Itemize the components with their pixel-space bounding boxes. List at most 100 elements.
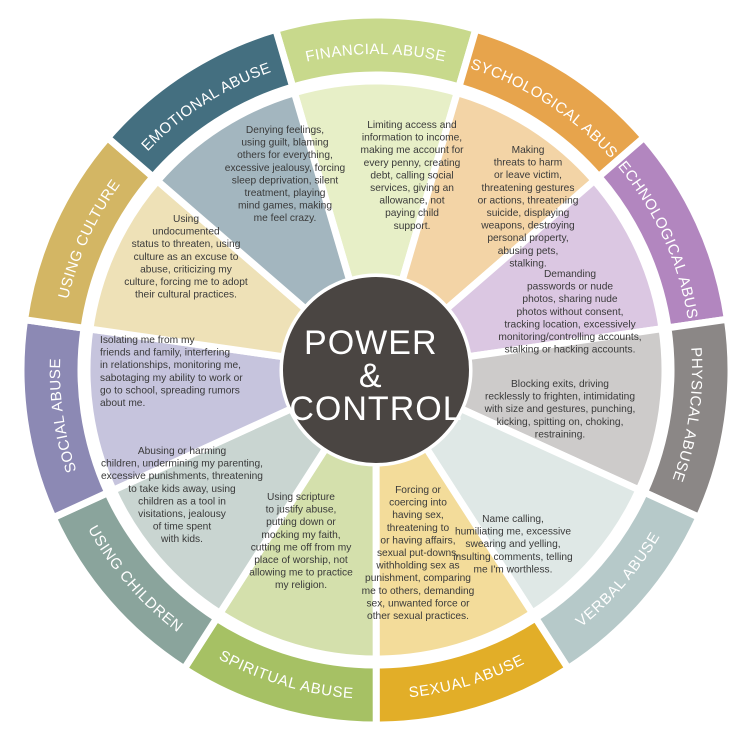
center-title: POWER & CONTROL	[289, 324, 462, 428]
segment-text-line: place of worship, not	[254, 555, 348, 566]
segment-text-line: culture as an excuse to	[134, 252, 239, 263]
segment-text-line: support.	[394, 221, 431, 232]
segment-text-line: in relationships, monitoring me,	[100, 360, 241, 371]
segment-text-line: punishment, comparing	[365, 573, 471, 584]
segment-text-line: using guilt, blaming	[241, 138, 329, 149]
segment-text-line: children as a tool in	[138, 496, 226, 507]
segment-text-line: abuse, criticizing my	[140, 264, 233, 275]
segment-text-line: swearing and yelling,	[465, 539, 560, 550]
segment-text-line: with size and gestures, punching,	[484, 404, 636, 415]
segment-text-line: sabotaging my ability to work or	[100, 373, 243, 384]
segment-text-line: humiliating me, excessive	[455, 527, 571, 538]
segment-text-line: passwords or nude	[527, 282, 613, 293]
center-circle	[283, 277, 469, 463]
segment-text-line: recklessly to frighten, intimidating	[485, 392, 635, 403]
segment-text-line: tracking location, excessively	[504, 319, 636, 330]
segment-text-line: making me account for	[360, 145, 464, 156]
center-title-line-2: &	[359, 357, 383, 395]
segment-text-line: services, giving an	[370, 183, 454, 194]
segment-text-line: of time spent	[153, 522, 211, 533]
segment-text-line: weapons, destroying	[480, 221, 575, 232]
segment-text-line: undocumented	[152, 227, 220, 238]
segment-text-line: Name calling,	[482, 514, 544, 525]
segment-text-line: treatment, playing	[245, 188, 326, 199]
segment-text-line: abusing pets,	[498, 246, 559, 257]
segment-text-line: putting down or	[266, 517, 336, 528]
segment-text-line: allowance, not	[379, 196, 444, 207]
segment-text-line: debt, calling social	[370, 170, 453, 181]
segment-text-line: status to threaten, using	[132, 239, 241, 250]
segment-text-line: Abusing or harming	[138, 446, 227, 457]
segment-text-line: information to income,	[362, 133, 462, 144]
segment-text-line: monitoring/controlling accounts,	[498, 332, 641, 343]
segment-text-line: Denying feelings,	[246, 125, 324, 136]
segment-text-line: me to others, demanding	[362, 586, 475, 597]
segment-text-line: others for everything,	[237, 150, 333, 161]
segment-text-line: mocking my faith,	[261, 530, 340, 541]
segment-text-line: excessive punishments, threatening	[101, 471, 263, 482]
segment-text-line: children, undermining my parenting,	[101, 459, 263, 470]
segment-text-line: photos without consent,	[516, 307, 623, 318]
segment-text-line: me I'm worthless.	[474, 564, 553, 575]
segment-text-line: to take kids away, using	[128, 484, 236, 495]
segment-text-line: Blocking exits, driving	[511, 379, 609, 390]
segment-text-line: stalking or hacking accounts.	[505, 345, 636, 356]
segment-text-line: kicking, spitting on, choking,	[497, 417, 624, 428]
segment-text-line: allowing me to practice	[249, 568, 353, 579]
segment-text-line: Demanding	[544, 269, 596, 280]
segment-text-line: threatening gestures	[482, 183, 575, 194]
segment-text-line: me feel crazy.	[254, 213, 317, 224]
segment-text-line: or having affairs,	[380, 535, 455, 546]
segment-text-line: sexual put-downs,	[377, 548, 459, 559]
segment-text-layer: Limiting access and information to income…	[100, 120, 642, 622]
segment-text-line: threats to harm	[494, 158, 563, 169]
segment-text-line: my religion.	[275, 580, 327, 591]
segment-text-line: culture, forcing me to adopt	[124, 277, 248, 288]
segment-text-line: sex, unwanted force or	[366, 598, 470, 609]
center-title-line-3: CONTROL	[289, 390, 462, 428]
segment-text-line: about me.	[100, 398, 145, 409]
segment-text-financial-abuse: Limiting access and information to income…	[360, 120, 464, 232]
segment-text-line: Using scripture	[267, 492, 335, 503]
segment-text-physical-abuse: Blocking exits, driving recklessly to fri…	[484, 379, 636, 440]
segment-text-line: cutting me off from my	[251, 542, 352, 553]
segment-text-line: threatening to	[387, 523, 450, 534]
segment-text-line: personal property,	[487, 233, 568, 244]
segment-text-line: having sex,	[392, 510, 444, 521]
segment-text-line: mind games, making	[238, 201, 332, 212]
segment-text-line: stalking.	[509, 258, 546, 269]
segment-text-line: paying child	[385, 208, 439, 219]
segment-text-line: Forcing or	[395, 485, 441, 496]
segment-text-line: friends and family, interfering	[100, 348, 230, 359]
segment-text-line: with kids.	[160, 534, 203, 545]
segment-text-line: every penny, creating	[364, 158, 461, 169]
segment-text-line: Isolating me from my	[100, 335, 195, 346]
segment-text-line: or leave victim,	[494, 170, 562, 181]
segment-text-line: go to school, spreading rumors	[100, 385, 240, 396]
segment-text-line: visitations, jealousy	[138, 509, 227, 520]
band-emotional-abuse	[102, 25, 298, 182]
segment-text-line: insulting comments, telling	[453, 552, 573, 563]
segment-text-line: to justify abuse,	[266, 505, 337, 516]
segment-text-line: withholding sex as	[375, 561, 459, 572]
segment-text-line: Using	[173, 214, 199, 225]
segment-text-line: Making	[512, 145, 545, 156]
segment-text-line: coercing into	[389, 498, 447, 509]
segment-text-line: other sexual practices.	[367, 611, 469, 622]
center-title-line-1: POWER	[304, 324, 437, 362]
segment-text-line: their cultural practices.	[135, 290, 237, 301]
segments-layer	[17, 11, 735, 729]
segment-text-line: or actions, threatening	[478, 195, 579, 206]
segment-text-using-children: Abusing or harming children, undermining …	[101, 446, 263, 545]
segment-text-line: photos, sharing nude	[522, 294, 617, 305]
segment-text-line: restraining.	[535, 429, 585, 440]
segment-text-line: sleep deprivation, silent	[232, 175, 339, 186]
segment-text-line: Limiting access and	[367, 120, 457, 131]
